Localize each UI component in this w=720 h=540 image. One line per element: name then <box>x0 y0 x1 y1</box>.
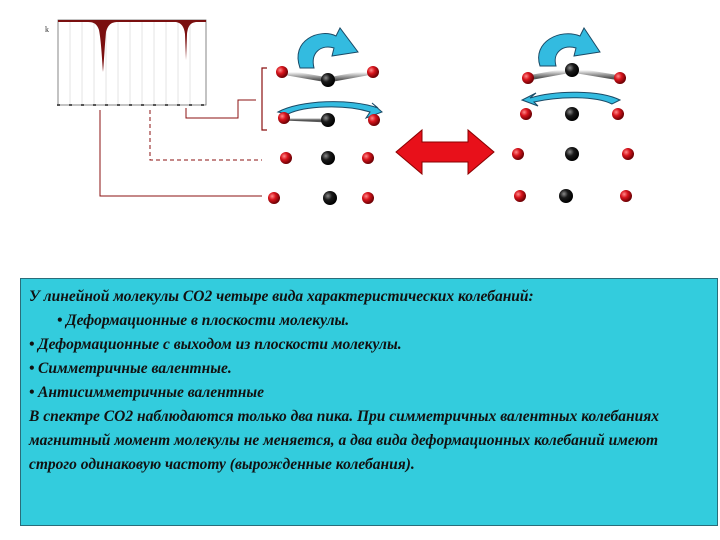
rotation-arrow-flat-left <box>276 101 383 120</box>
equivalence-double-arrow <box>395 128 495 176</box>
molecule-bending-inplane-left <box>276 66 379 87</box>
bullet-item: •Деформационные в плоскости молекулы. <box>29 309 709 333</box>
intro-line: У линейной молекулы CO2 четыре вида хара… <box>29 288 534 305</box>
spectrum-explanation: В спектре CO2 наблюдаются только два пик… <box>29 408 659 473</box>
oxygen-atom <box>620 190 632 202</box>
bullet-item: •Антисимметричные валентные <box>29 381 709 405</box>
spectrum-y-label: k <box>45 25 49 34</box>
bullet-icon: • <box>29 384 35 401</box>
molecule-antisymmetric-stretch-left <box>268 191 374 205</box>
spectrum-tick-marks <box>57 104 204 106</box>
spectrum-frame <box>57 19 207 106</box>
connector-symmetric-stretch <box>149 110 262 161</box>
carbon-atom <box>321 113 335 127</box>
oxygen-atom <box>520 108 532 120</box>
bullet-icon: • <box>57 312 63 329</box>
bullet-icon: • <box>29 336 35 353</box>
molecule-bending-outplane-left <box>278 112 380 127</box>
spectrum-gridlines <box>69 20 191 105</box>
oxygen-atom <box>280 152 292 164</box>
oxygen-atom <box>268 192 280 204</box>
co2-vibration-diagram: k <box>45 19 634 205</box>
oxygen-atom <box>368 114 380 126</box>
carbon-atom <box>323 191 337 205</box>
oxygen-atom <box>522 72 534 84</box>
oxygen-atom <box>367 66 379 78</box>
oxygen-atom <box>514 190 526 202</box>
oxygen-atom <box>622 148 634 160</box>
oxygen-atom <box>278 112 290 124</box>
carbon-atom <box>321 73 335 87</box>
bullet-icon: • <box>29 360 35 377</box>
connector-bending-peak <box>185 99 256 119</box>
oxygen-atom <box>276 66 288 78</box>
oxygen-atom <box>614 72 626 84</box>
carbon-atom <box>321 151 335 165</box>
carbon-atom <box>565 107 579 121</box>
bullet-item: •Деформационные с выходом из плоскости м… <box>29 333 709 357</box>
ir-spectrum-plot: k <box>45 19 207 106</box>
molecule-symmetric-stretch-left <box>280 151 374 165</box>
peak-connectors <box>99 99 262 197</box>
oxygen-atom <box>612 108 624 120</box>
carbon-atom <box>565 63 579 77</box>
carbon-atom <box>559 189 573 203</box>
oxygen-atom <box>362 192 374 204</box>
oxygen-atom <box>512 148 524 160</box>
co2-vibrations-text-box: У линейной молекулы CO2 четыре вида хара… <box>20 278 718 526</box>
rotation-arrow-top-left <box>297 27 359 69</box>
bending-modes-bracket <box>261 67 267 131</box>
molecule-bending-inplane-right <box>522 63 626 84</box>
molecule-antisymmetric-stretch-right <box>514 189 632 203</box>
oxygen-atom <box>362 152 374 164</box>
bullet-item: •Симметричные валентные. <box>29 357 709 381</box>
molecule-symmetric-stretch-right <box>512 147 634 161</box>
molecule-bending-outplane-right <box>520 107 624 121</box>
carbon-atom <box>565 147 579 161</box>
rotation-arrow-top-right <box>538 27 601 67</box>
rotation-arrow-flat-right <box>520 91 622 107</box>
connector-antisymmetric-stretch <box>99 110 262 197</box>
